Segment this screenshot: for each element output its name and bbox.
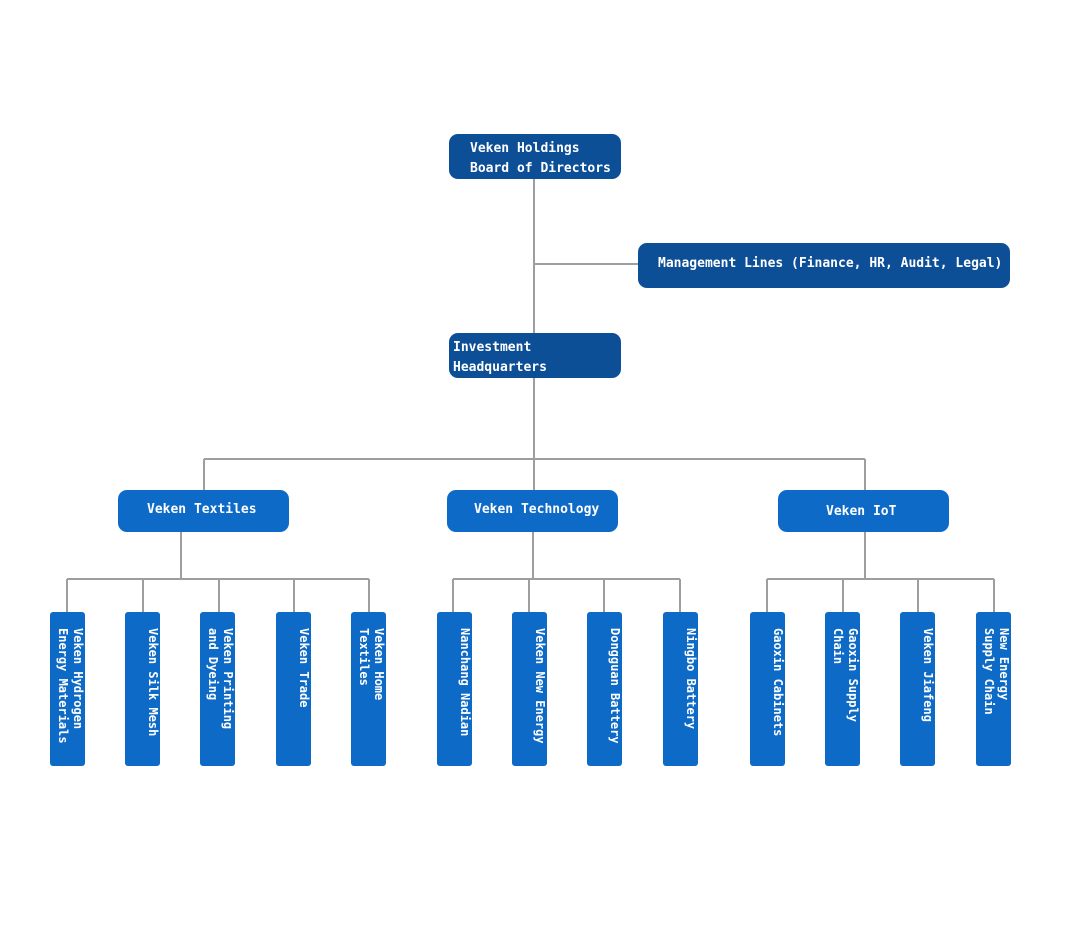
subsidiary-node[interactable]: Veken Silk Mesh: [125, 612, 160, 766]
division-label: Veken Technology: [474, 502, 600, 517]
subsidiary-node[interactable]: Veken Jiafeng: [900, 612, 935, 766]
subsidiary-node[interactable]: Ningbo Battery: [663, 612, 698, 766]
subsidiary-label: Dongguan Battery: [608, 628, 622, 744]
investment-headquarters-node[interactable]: Investment Headquarters Platform: [449, 333, 621, 395]
board-node-line2: Board of Directors: [470, 161, 611, 176]
division-label: Veken IoT: [826, 504, 897, 519]
subsidiary-label: Veken Hydrogen Energy Materials: [56, 628, 85, 744]
board-node-line1: Veken Holdings: [470, 141, 580, 156]
subsidiary-node[interactable]: Nanchang Nadian: [437, 612, 472, 766]
subsidiary-node[interactable]: Veken Printing and Dyeing: [200, 612, 235, 766]
subsidiary-label: Veken Silk Mesh: [146, 628, 160, 737]
subsidiary-node[interactable]: Veken Home Textiles: [351, 612, 386, 766]
division-veken-textiles[interactable]: Veken Textiles: [118, 490, 289, 532]
subsidiary-label: Veken Home Textiles: [357, 628, 386, 701]
management-lines-node[interactable]: Management Lines (Finance, HR, Audit, Le…: [638, 243, 1010, 288]
subsidiary-label: Veken New Energy: [533, 628, 547, 744]
investment-node-line2: Platform: [453, 380, 516, 395]
subsidiary-node[interactable]: Veken Hydrogen Energy Materials: [50, 612, 85, 766]
subsidiary-node[interactable]: Gaoxin Supply Chain: [825, 612, 860, 766]
subsidiary-node[interactable]: Dongguan Battery: [587, 612, 622, 766]
subsidiary-node[interactable]: Veken Trade: [276, 612, 311, 766]
investment-node-line1: Investment Headquarters: [453, 340, 547, 375]
division-veken-technology[interactable]: Veken Technology: [447, 490, 618, 532]
subsidiary-node[interactable]: Gaoxin Cabinets: [750, 612, 785, 766]
subsidiary-label: Veken Jiafeng: [921, 628, 935, 722]
division-veken-iot[interactable]: Veken IoT: [778, 490, 949, 532]
board-of-directors-node[interactable]: Veken Holdings Board of Directors: [449, 134, 621, 179]
division-label: Veken Textiles: [147, 502, 257, 517]
subsidiary-node[interactable]: New Energy Supply Chain: [976, 612, 1011, 766]
subsidiary-label: Nanchang Nadian: [458, 628, 472, 737]
subsidiary-label: Gaoxin Cabinets: [771, 628, 785, 737]
subsidiary-label: New Energy Supply Chain: [982, 628, 1011, 715]
subsidiary-label: Veken Trade: [297, 628, 311, 708]
management-lines-label: Management Lines (Finance, HR, Audit, Le…: [658, 256, 1003, 271]
subsidiary-label: Gaoxin Supply Chain: [831, 628, 860, 722]
subsidiary-label: Ningbo Battery: [684, 628, 698, 730]
subsidiary-node[interactable]: Veken New Energy: [512, 612, 547, 766]
subsidiary-label: Veken Printing and Dyeing: [206, 628, 235, 730]
